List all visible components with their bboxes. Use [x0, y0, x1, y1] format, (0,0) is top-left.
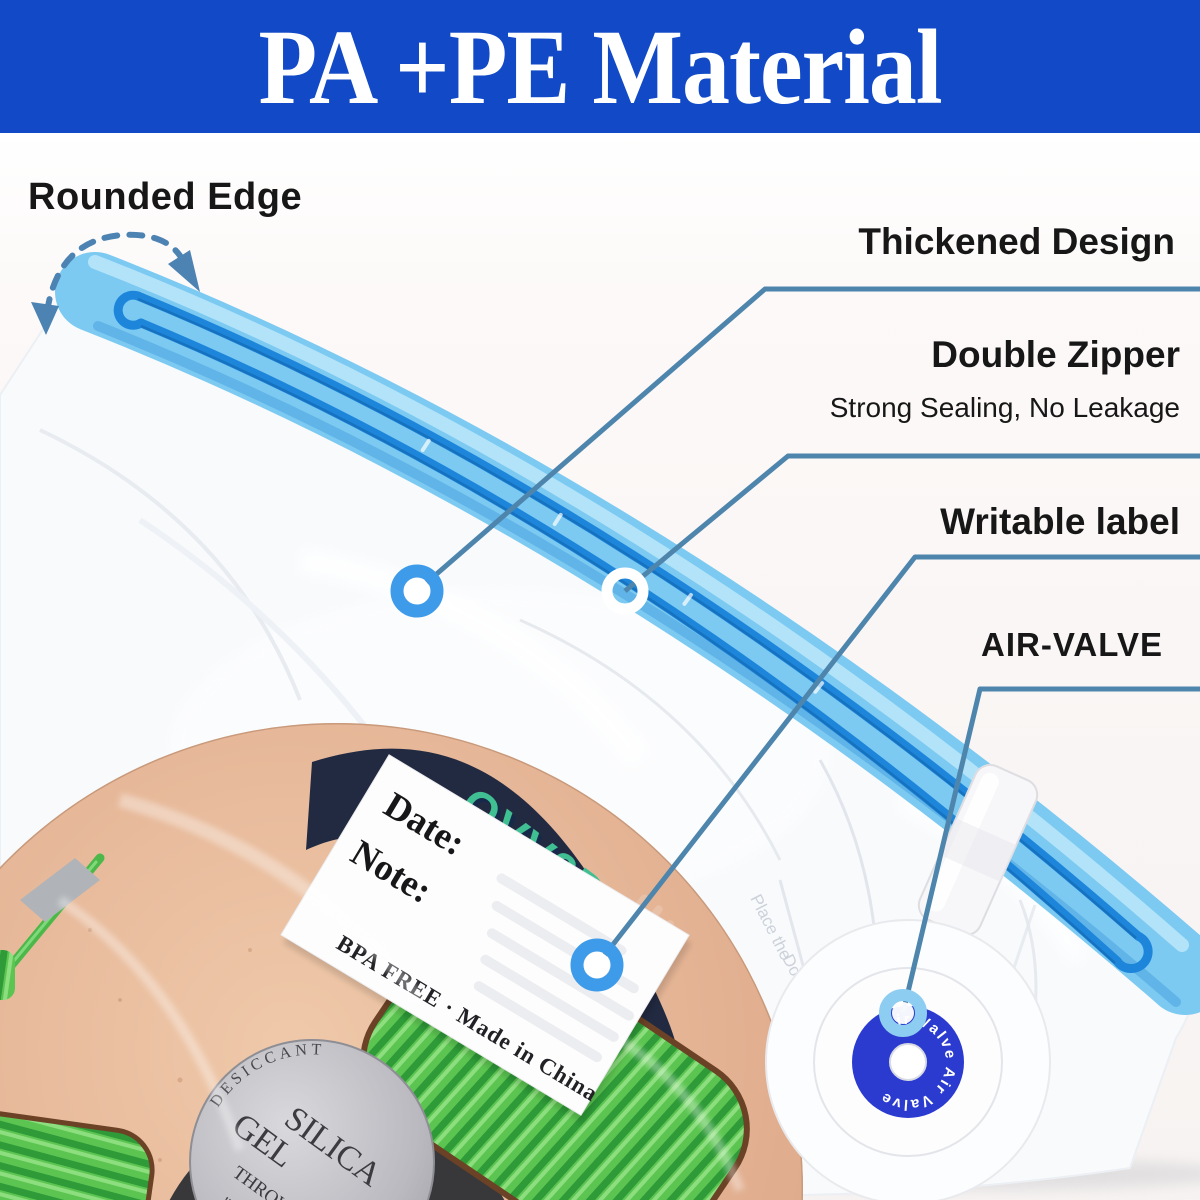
callout-line-writable — [595, 554, 1200, 967]
rounded-edge-arrow — [31, 231, 200, 335]
desiccant-packet: DESICCANT SILICA GEL THROW AWAY "DO NOT — [189, 1039, 435, 1200]
callout-line-double-zipper — [623, 453, 1200, 593]
double-zipper-sublabel: Strong Sealing, No Leakage — [829, 392, 1180, 423]
title-banner: PA +PE Material — [0, 0, 1200, 133]
ring-double-zipper — [601, 567, 649, 615]
ring-airvalve — [879, 989, 927, 1037]
callout-line-airvalve — [900, 686, 1200, 1014]
callout-ring-markers — [390, 564, 927, 1037]
callout-lines — [415, 286, 1200, 1014]
banner-title: PA +PE Material — [258, 6, 942, 127]
arrowhead-right — [168, 250, 200, 292]
filament-window-corner — [0, 1107, 155, 1200]
rounded-edge-label: Rounded Edge — [28, 176, 303, 218]
zipper-ticks — [420, 438, 825, 694]
tape-piece — [20, 858, 100, 922]
arrowhead-left — [31, 302, 59, 335]
ring-writable — [570, 938, 624, 992]
thickened-design-label: Thickened Design — [858, 221, 1175, 262]
air-valve-label: AIR-VALVE — [981, 626, 1163, 663]
double-zipper-label: Double Zipper — [931, 334, 1180, 375]
writable-label-label: Writable label — [940, 501, 1180, 542]
callout-line-thickened — [415, 286, 1200, 593]
bag-film-over-spool — [57, 793, 745, 1192]
ring-thickened — [390, 564, 444, 618]
air-valve: Air Valve Air Valve — [765, 919, 1051, 1200]
